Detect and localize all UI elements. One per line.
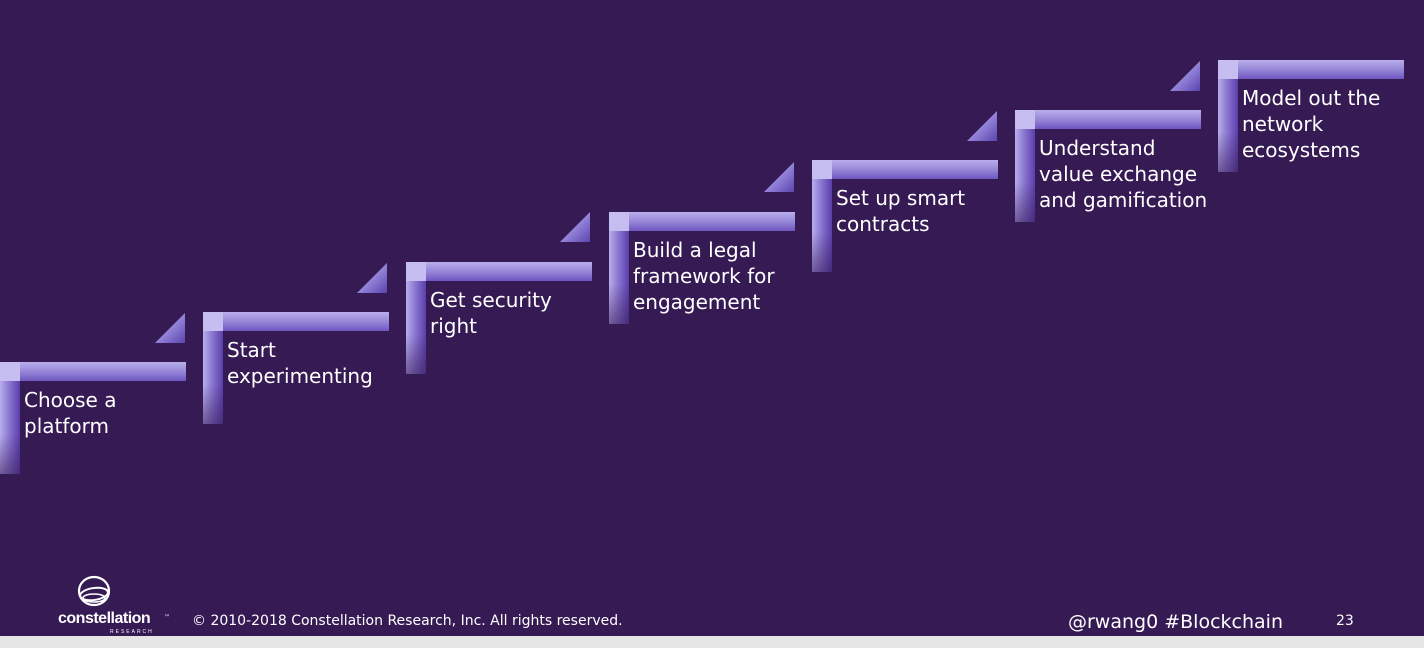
step-label: Choose a platform [24,388,117,438]
step-label: Model out the network ecosystems [1242,86,1381,162]
twitter-handle: @rwang0 #Blockchain [1068,611,1283,633]
step-label: Get security right [430,288,552,338]
step-arrow-triangle [967,111,997,141]
step-arrow-triangle [155,313,185,343]
step-arrow-triangle [1170,61,1200,91]
logo-trademark: ™ [164,614,170,621]
step-start-experimenting: Start experimenting [203,312,389,424]
step-label: Set up smart contracts [836,186,966,236]
bottom-strip [0,636,1424,648]
page-number: 23 [1336,613,1354,629]
step-legal-framework: Build a legal framework for engagement [609,212,795,324]
step-arrow-triangle [764,162,794,192]
step-security: Get security right [406,262,592,374]
step-arrow-triangle [560,212,590,242]
step-value-exchange: Understand value exchange and gamificati… [1015,110,1207,222]
step-choose-platform: Choose a platform [0,362,186,474]
step-label: Start experimenting [227,338,373,388]
step-label: Build a legal framework for engagement [633,238,775,314]
step-arrow-triangle [357,263,387,293]
constellation-logo: constellation ™ RESEARCH [58,574,170,636]
step-smart-contracts: Set up smart contracts [812,160,998,272]
orbit-logo-icon [77,575,111,607]
logo-subtitle: RESEARCH [110,629,154,635]
copyright-text: © 2010-2018 Constellation Research, Inc.… [192,613,623,629]
logo-wordmark: constellation [58,610,151,627]
step-network-ecosystems: Model out the network ecosystems [1218,60,1404,172]
step-label: Understand value exchange and gamificati… [1039,136,1208,212]
